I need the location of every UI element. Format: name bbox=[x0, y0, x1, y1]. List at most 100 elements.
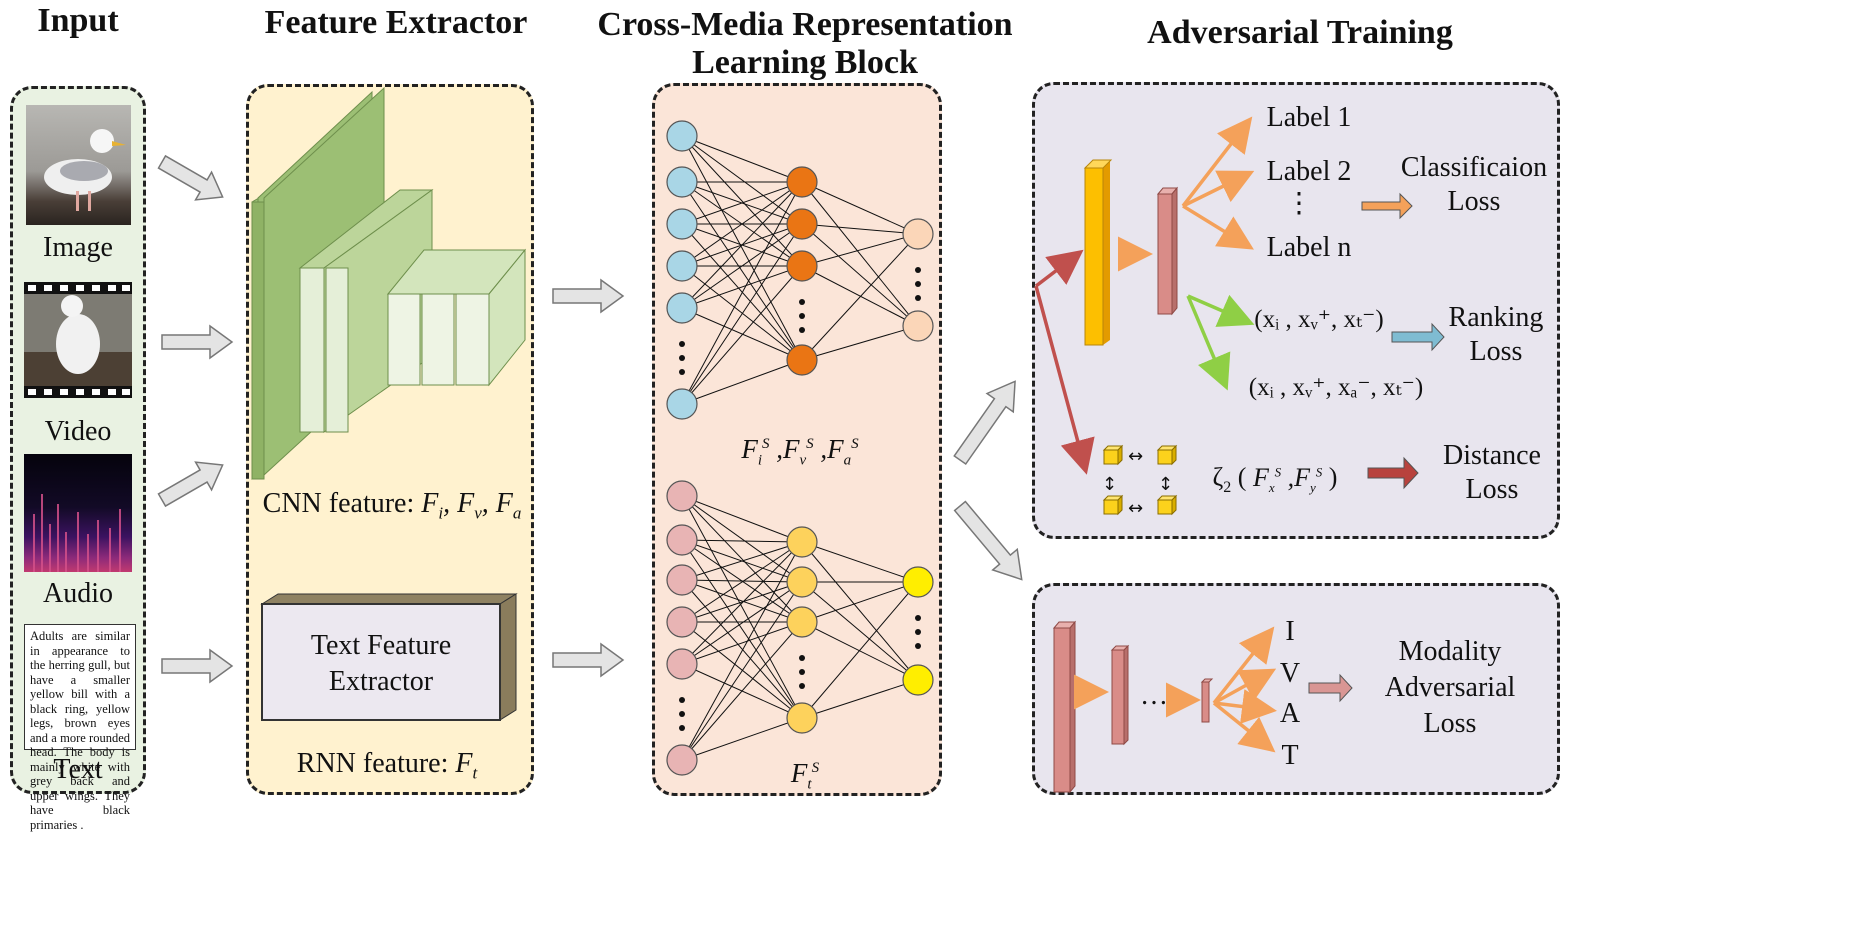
gold-feature-bar bbox=[1084, 167, 1104, 346]
classification-loss-line1: Classificaion bbox=[1400, 152, 1548, 183]
input-title: Input bbox=[37, 2, 119, 39]
cnn-layers bbox=[251, 86, 527, 480]
upper-nn-edge bbox=[681, 181, 803, 309]
rnn-feature-label: RNN feature: Ft bbox=[262, 748, 512, 790]
lower-nn-ellipsis-dot bbox=[679, 697, 685, 703]
triplet-2: (xᵢ , xᵥ⁺, xₐ⁻, xₜ⁻) bbox=[1248, 374, 1424, 401]
rnn-feature-var: Ft bbox=[455, 748, 478, 783]
film-strip-icon bbox=[24, 285, 132, 395]
lower-nn-edge bbox=[681, 581, 803, 761]
lower-nn-edge bbox=[681, 541, 803, 581]
video-label: Video bbox=[44, 416, 112, 447]
modality-A: A bbox=[1279, 698, 1301, 729]
lower-nn-edge bbox=[681, 621, 803, 719]
cross-media-panel bbox=[652, 83, 942, 796]
upper-nn-edge bbox=[681, 265, 803, 309]
lower-dots: … bbox=[1140, 680, 1168, 711]
distance-loss-line2: Loss bbox=[1465, 474, 1519, 505]
upper-nn-node bbox=[786, 166, 818, 198]
upper-nn-node bbox=[666, 292, 698, 324]
svg-text:↔: ↔ bbox=[1128, 446, 1143, 467]
lower-nn-ellipsis-dot bbox=[799, 683, 805, 689]
modality-loss-line1: Modality bbox=[1398, 636, 1502, 667]
lower-nn-edge bbox=[681, 541, 803, 665]
svg-text:↔: ↔ bbox=[1128, 498, 1143, 519]
lower-nn-ellipsis-dot bbox=[799, 655, 805, 661]
upper-nn-edge bbox=[681, 135, 803, 183]
distance-loss-line1: Distance bbox=[1443, 440, 1541, 471]
modality-I: I bbox=[1285, 616, 1295, 647]
upper-nn-edge bbox=[681, 223, 803, 309]
nn-nodes bbox=[666, 120, 934, 776]
upper-nn-edge bbox=[681, 135, 803, 225]
feature-extractor-title: Feature Extractor bbox=[264, 4, 528, 41]
lower-nn-edge bbox=[681, 579, 803, 719]
image-arrow bbox=[157, 154, 224, 201]
lower-nn-edge bbox=[801, 541, 919, 583]
lower-nn-node bbox=[902, 664, 934, 696]
upper-nn-edge bbox=[681, 135, 803, 361]
upper-nn-edge bbox=[681, 307, 803, 361]
lower-nn-edge bbox=[801, 621, 919, 681]
text-extractor-box bbox=[260, 593, 518, 721]
upper-nn-edge bbox=[801, 265, 919, 327]
lower-nn-edge bbox=[681, 621, 803, 665]
upper-nn-ellipsis-dot bbox=[915, 267, 921, 273]
text-extractor-line1: Text Feature bbox=[310, 630, 452, 661]
lower-nn-edge bbox=[681, 581, 803, 623]
upper-nn-node bbox=[786, 250, 818, 282]
text-label: Text bbox=[53, 754, 103, 785]
nn-edges bbox=[681, 135, 919, 761]
image-thumbnail bbox=[26, 105, 131, 225]
lower-nn-edge bbox=[681, 581, 803, 665]
text-arrow bbox=[161, 648, 234, 684]
pink-feature-bar bbox=[1157, 193, 1173, 315]
gull-image-icon bbox=[44, 129, 126, 211]
upper-nn-edge bbox=[681, 135, 803, 267]
upper-block-caption: FiS ,FvS ,FaS bbox=[741, 434, 859, 469]
upper-nn-edge bbox=[681, 265, 803, 405]
lower-nn-ellipsis-dot bbox=[679, 725, 685, 731]
triplet-1: (xᵢ , xᵥ⁺, xₜ⁻) bbox=[1254, 306, 1384, 333]
label-n: Label n bbox=[1266, 232, 1352, 263]
upper-nn-node bbox=[666, 166, 698, 198]
lower-nn-edge bbox=[681, 579, 803, 623]
lower-nn-edge bbox=[681, 541, 803, 623]
lower-nn-edge bbox=[681, 579, 803, 583]
lower-nn-edge bbox=[681, 495, 803, 623]
upper-nn-edge bbox=[681, 181, 803, 361]
lower-block-caption: FtS bbox=[790, 758, 820, 793]
lower-nn-node bbox=[786, 566, 818, 598]
loss-arrows bbox=[1308, 192, 1445, 703]
upper-nn-edge bbox=[801, 233, 919, 267]
upper-nn-node bbox=[666, 120, 698, 152]
upper-nn-node bbox=[902, 218, 934, 250]
upper-nn-edge bbox=[801, 181, 919, 327]
lower-nn-edge bbox=[681, 541, 803, 761]
lower-nn-node bbox=[666, 648, 698, 680]
upper-nn-edge bbox=[681, 223, 803, 405]
lower-nn-ellipsis-dot bbox=[679, 711, 685, 717]
audio-label: Audio bbox=[43, 578, 113, 609]
upper-nn-edge bbox=[681, 181, 803, 267]
ranking-loss-line2: Loss bbox=[1469, 336, 1523, 367]
lower-nn-node bbox=[786, 702, 818, 734]
cnn-feature-prefix: CNN feature: bbox=[262, 488, 422, 519]
distance-cube-arrows: ↔↔ ↕↕ bbox=[1102, 446, 1173, 519]
lower-nn-node bbox=[786, 606, 818, 638]
lower-bars bbox=[1052, 620, 1214, 794]
upper-nn-edge bbox=[681, 181, 803, 225]
lower-nn-edge bbox=[681, 539, 803, 543]
upper-nn-node bbox=[666, 388, 698, 420]
lower-nn-edge bbox=[801, 679, 919, 719]
modality-loss-line3: Loss bbox=[1423, 708, 1477, 739]
label-1: Label 1 bbox=[1266, 102, 1352, 133]
upper-nn-edge bbox=[801, 325, 919, 361]
lower-nn-node bbox=[666, 606, 698, 638]
block-to-lower-adv-arrow bbox=[953, 500, 1023, 581]
modality-V: V bbox=[1279, 658, 1301, 689]
audio-arrow bbox=[157, 461, 224, 508]
lower-nn-node bbox=[902, 566, 934, 598]
upper-nn-ellipsis-dot bbox=[799, 327, 805, 333]
